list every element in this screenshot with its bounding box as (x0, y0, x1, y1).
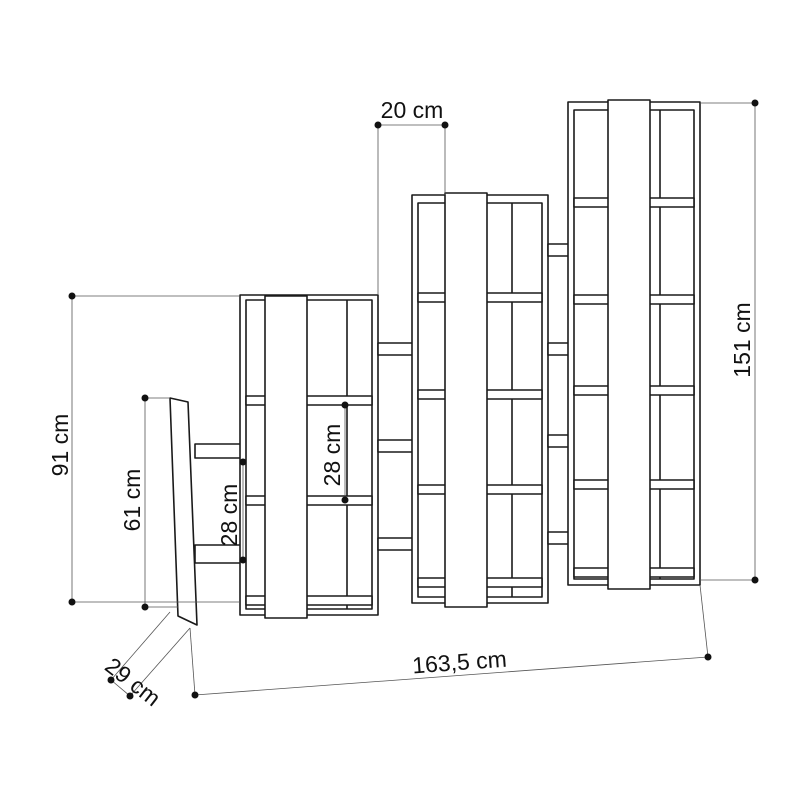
dimension-height-left: 61 cm (119, 394, 178, 611)
dimension-shelf-gap-right: 28 cm (319, 401, 349, 504)
dimension-shelf-gap-left: 28 cm (216, 458, 247, 564)
dimension-connector-width: 20 cm (374, 97, 449, 295)
label-height-left: 61 cm (119, 469, 145, 532)
label-width-total: 163,5 cm (411, 646, 507, 679)
dimension-height-middle: 91 cm (47, 292, 240, 606)
shelf-module-1 (239, 294, 379, 619)
label-connector-width: 20 cm (381, 97, 444, 123)
label-height-total: 151 cm (729, 302, 755, 377)
label-shelf-gap-left: 28 cm (216, 484, 242, 547)
dimension-depth: 29 cm (100, 611, 191, 711)
label-height-middle: 91 cm (47, 414, 73, 477)
dimension-height-total: 151 cm (700, 99, 759, 584)
dimension-width-total: 163,5 cm (189, 584, 712, 699)
shelf-module-2 (411, 192, 549, 608)
label-shelf-gap-right: 28 cm (319, 424, 345, 487)
shelf-module-3 (567, 99, 701, 590)
left-side-panel (169, 397, 198, 626)
